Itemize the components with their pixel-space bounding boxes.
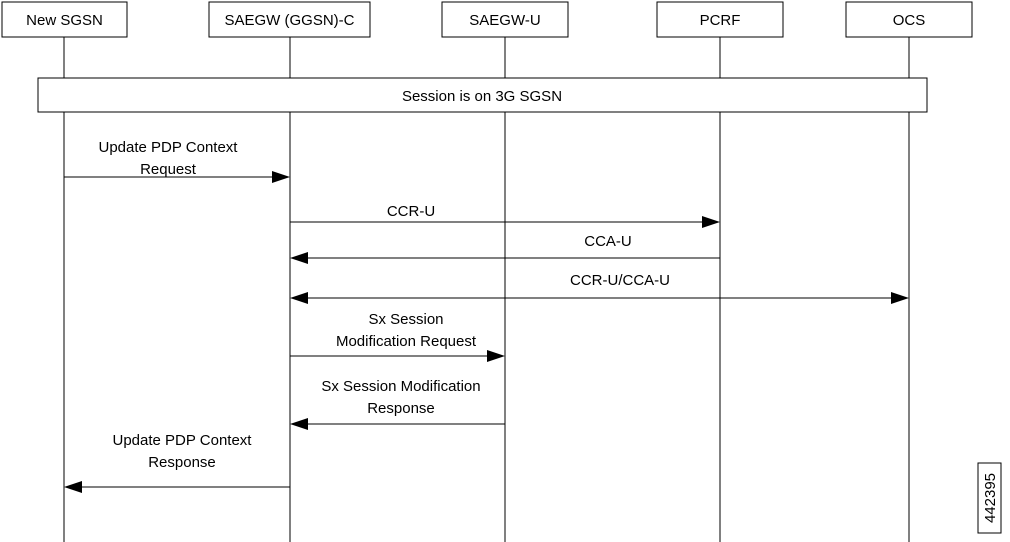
entity-box xyxy=(208,1,371,38)
message-label: Modification Request xyxy=(336,333,477,350)
arrowhead xyxy=(487,350,505,362)
figure-id-box xyxy=(977,462,1002,534)
figure-id: 442395 xyxy=(982,473,999,523)
entity-label: New SGSN xyxy=(26,12,103,29)
arrowhead xyxy=(64,481,82,493)
entity-box xyxy=(656,1,784,38)
arrowhead xyxy=(290,252,308,264)
arrowhead xyxy=(290,418,308,430)
entity-label: SAEGW-U xyxy=(469,12,540,29)
message-label: Request xyxy=(140,161,197,178)
entity-label: PCRF xyxy=(700,12,741,29)
message-label: CCA-U xyxy=(584,233,632,250)
entity-pcrf: PCRF xyxy=(656,1,784,38)
arrowhead xyxy=(272,171,290,183)
message-label: Sx Session Modification xyxy=(321,378,480,395)
entity-label: SAEGW (GGSN)-C xyxy=(225,12,355,29)
entity-sgsn: New SGSN xyxy=(1,1,128,38)
message-ccr-u: CCR-U xyxy=(290,203,720,228)
entity-saegwu: SAEGW-U xyxy=(441,1,569,38)
message-cca-u: CCA-U xyxy=(290,233,720,264)
message-label: Response xyxy=(367,400,435,417)
arrowhead xyxy=(290,292,308,304)
entity-ocs: OCS xyxy=(845,1,973,38)
entity-label: OCS xyxy=(893,12,926,29)
banner-box xyxy=(37,77,928,113)
entity-box xyxy=(1,1,128,38)
message-label: Response xyxy=(148,454,216,471)
entity-saegwc: SAEGW (GGSN)-C xyxy=(208,1,371,38)
arrowhead xyxy=(891,292,909,304)
arrowhead xyxy=(702,216,720,228)
banner-label: Session is on 3G SGSN xyxy=(402,88,562,105)
message-ccr-cca-u: CCR-U/CCA-U xyxy=(290,272,909,304)
message-label: CCR-U/CCA-U xyxy=(570,272,670,289)
entity-box xyxy=(441,1,569,38)
message-label: CCR-U xyxy=(387,203,435,220)
message-label: Update PDP Context xyxy=(113,432,253,449)
message-label: Update PDP Context xyxy=(99,139,239,156)
entity-box xyxy=(845,1,973,38)
message-label: Sx Session xyxy=(368,311,443,328)
